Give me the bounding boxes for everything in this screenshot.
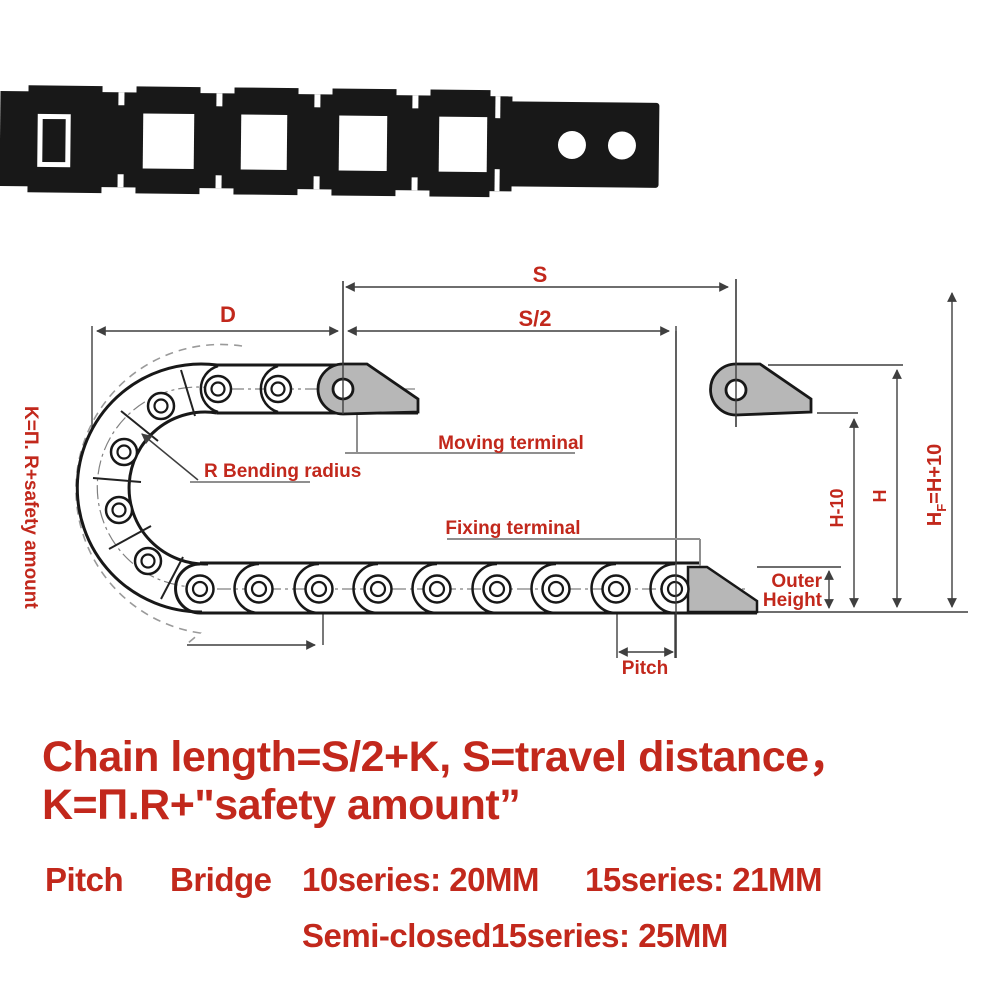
- label-moving-terminal: Moving terminal: [438, 433, 584, 454]
- dim-label-s-half: S/2: [518, 306, 551, 331]
- spec-bridge-label: Bridge: [170, 861, 272, 898]
- spec-pitch-label: Pitch: [45, 861, 124, 898]
- technical-diagram: S S/2 D K=Π. R+safety amount R Bending r…: [0, 85, 968, 679]
- label-outer-height-line1: Outer: [771, 571, 822, 592]
- label-k-formula: K=Π. R+safety amount: [20, 406, 41, 609]
- product-photo: [0, 85, 660, 198]
- note-k-formula: K=Π.R+"safety amount”: [42, 781, 521, 829]
- label-bending-radius: R Bending radius: [204, 461, 361, 482]
- label-hf: HF=H+10: [924, 444, 949, 526]
- label-pitch: Pitch: [622, 658, 668, 679]
- label-fixing-terminal: Fixing terminal: [445, 518, 580, 539]
- dim-label-d: D: [220, 302, 236, 327]
- note-chain-length-formula: Chain length=S/2+K, S=travel distance，: [42, 733, 852, 781]
- spec-semi-closed: Semi-closed15series: 25MM: [302, 917, 728, 954]
- spec-series10: 10series: 20MM: [302, 861, 539, 898]
- chain-drawing: [75, 279, 813, 658]
- bracket-hole: [607, 131, 636, 160]
- label-outer-height-line2: Height: [763, 590, 823, 611]
- bend-envelope-arc: [75, 343, 243, 645]
- label-h: H: [870, 490, 890, 503]
- fixing-terminal-shape: [686, 565, 759, 614]
- spec-series15: 15series: 21MM: [585, 861, 822, 898]
- label-h-minus-10: H-10: [827, 488, 847, 527]
- dim-label-s: S: [533, 262, 548, 287]
- label-leaders: [190, 415, 701, 566]
- bracket-hole: [557, 130, 586, 159]
